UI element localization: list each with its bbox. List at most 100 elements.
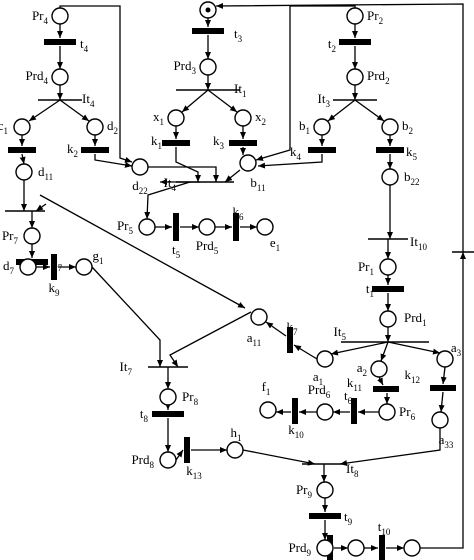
place-label-d7: d7 [3, 258, 15, 276]
arc [242, 449, 316, 466]
transition-label-t6: t6 [344, 388, 353, 406]
transition-t9 [309, 513, 341, 519]
place-e1 [256, 218, 274, 236]
transition-label-k3: k3 [213, 133, 225, 151]
place-label-d22: d22 [132, 178, 148, 196]
arc [175, 449, 184, 461]
place-Prd5 [198, 218, 216, 236]
place-b2 [381, 118, 399, 136]
place-label-d11: d11 [38, 164, 53, 182]
transition-It7 [148, 366, 188, 368]
transition-k7 [287, 327, 293, 353]
place-d7 [19, 258, 37, 276]
place-label-Pr6: Pr6 [399, 404, 416, 422]
place-label-Pr2: Pr2 [367, 8, 383, 26]
transition-label-k2: k2 [67, 141, 78, 159]
transition-k4 [308, 147, 336, 153]
transition-k5 [376, 147, 404, 153]
place-a2 [370, 360, 388, 378]
transition-t5 [173, 213, 179, 241]
transition-It8 [302, 463, 346, 465]
arc [257, 154, 323, 169]
place-d2 [86, 118, 104, 136]
transition-t8 [152, 411, 184, 417]
place-Pr1 [379, 258, 397, 276]
arc [144, 181, 191, 220]
place-g1 [75, 258, 93, 276]
place-Prd2 [346, 68, 364, 86]
transition-t4 [44, 39, 76, 45]
transition-t10 [379, 535, 385, 560]
place-Pr7 [23, 227, 41, 245]
arc [175, 147, 201, 182]
place-Pr2 [346, 7, 364, 25]
arc [59, 5, 133, 163]
place-f1 [259, 401, 277, 419]
place-pA [347, 539, 365, 557]
place-label-Pr7: Pr7 [2, 228, 19, 246]
token [205, 7, 211, 13]
arc [293, 344, 318, 360]
place-d22 [131, 158, 149, 176]
arc [354, 99, 385, 122]
transition-label-k12: k12 [405, 367, 421, 385]
transition-k13 [184, 437, 190, 463]
place-b22 [381, 168, 399, 186]
transition-It10 [368, 238, 408, 240]
transition-label-It7: It7 [120, 359, 133, 377]
transition-label-It1: It1 [234, 81, 246, 99]
transition-label-t10: t10 [378, 519, 391, 537]
transition-k2 [81, 147, 109, 153]
transition-label-t8: t8 [140, 406, 149, 424]
place-label-Prd8: Prd8 [131, 452, 154, 470]
transition-label-t5: t5 [172, 242, 181, 260]
arc [35, 203, 47, 212]
transition-k10 [292, 398, 298, 424]
transition-label-k1: k1 [151, 133, 162, 151]
transition-label-It8: It8 [346, 461, 359, 479]
arc [255, 5, 356, 161]
transition-label-It4b: It4 [164, 175, 177, 193]
arc [265, 321, 287, 337]
place-label-Pr8: Pr8 [182, 389, 199, 407]
place-Pr6 [378, 403, 396, 421]
place-label-Prd6: Prd6 [308, 382, 331, 400]
place-label-Pr5: Pr5 [117, 218, 134, 236]
transition-k12 [430, 385, 456, 391]
place-pB [403, 539, 421, 557]
place-Prd9 [316, 539, 334, 557]
place-b1 [313, 118, 331, 136]
place-label-a2: a2 [357, 360, 367, 378]
arc [148, 166, 219, 182]
transition-t3 [192, 28, 224, 34]
places-layer [13, 1, 454, 557]
place-Pr8 [159, 388, 177, 406]
transition-label-k7: k7 [287, 319, 299, 337]
transition-It3 [333, 99, 377, 101]
place-label-Pr9: Pr9 [296, 482, 313, 500]
transition-tRight [452, 251, 474, 253]
place-label-g1: g1 [93, 248, 104, 266]
transition-It4a [38, 99, 82, 101]
transition-label-t7: t7 [54, 255, 63, 273]
place-Prd1 [379, 310, 397, 328]
arc [420, 252, 466, 549]
transition-label-It5: It5 [334, 324, 347, 342]
place-label-Prd9: Prd9 [288, 540, 311, 558]
transition-k1 [162, 140, 190, 146]
arc [438, 391, 445, 413]
place-b11 [239, 154, 257, 172]
place-label-b22: b22 [404, 169, 420, 187]
arc [181, 89, 209, 113]
arc [59, 99, 90, 122]
arc [28, 99, 61, 122]
place-Prd6 [316, 403, 334, 421]
arc [94, 154, 133, 168]
transition-It4b [176, 181, 234, 183]
place-label-a1: a1 [313, 369, 323, 387]
arc [91, 266, 163, 367]
transition-label-It4a: It4 [82, 91, 95, 109]
place-Pr9 [316, 481, 334, 499]
